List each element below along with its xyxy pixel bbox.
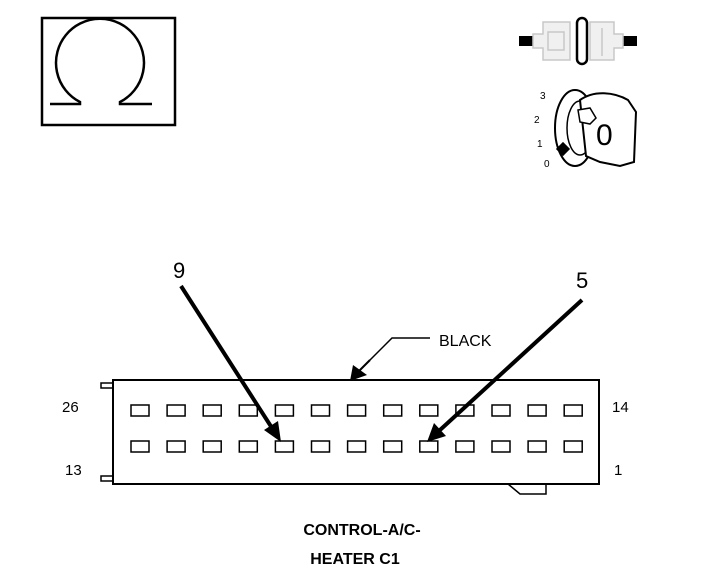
- pin-cavity: [382, 440, 403, 453]
- pin-cavity: [563, 404, 583, 417]
- callout-arrow-5: [427, 298, 584, 442]
- pin-cavity: [527, 404, 547, 417]
- pin-cavity: [310, 404, 331, 417]
- pin-cavity: [130, 404, 150, 417]
- pin-number-bottom-right: 1: [614, 462, 622, 479]
- ignition-position-2: 2: [534, 115, 540, 126]
- pin-cavity: [202, 404, 222, 417]
- pin-cavity: [527, 440, 547, 453]
- pin-cavity: [274, 440, 295, 453]
- callout-label-5: 5: [576, 268, 588, 293]
- pin-cavity: [274, 404, 295, 417]
- callout-arrow-9: [179, 284, 281, 442]
- pin-cavity: [166, 440, 186, 453]
- pin-cavity: [419, 404, 439, 417]
- ohm-meter-icon: [40, 16, 177, 127]
- ignition-position-1: 1: [537, 139, 543, 150]
- pin-cavity: [166, 404, 186, 417]
- pin-cavity: [455, 440, 475, 453]
- pin-cavity: [238, 440, 259, 453]
- connector-body: [100, 379, 600, 495]
- pin-cavity: [346, 404, 367, 417]
- pin-cavity: [238, 404, 259, 417]
- pin-cavity: [130, 440, 150, 453]
- pin-cavity: [346, 440, 367, 453]
- pin-cavity: [202, 440, 222, 453]
- callout-label-9: 9: [173, 258, 185, 283]
- pin-number-top-left: 26: [62, 399, 79, 416]
- color-leader-line: [350, 337, 430, 381]
- pin-cavity: [310, 440, 331, 453]
- pin-cavity: [491, 404, 511, 417]
- ignition-key-label: 0: [596, 119, 613, 152]
- disconnected-connector-icon: [519, 16, 637, 66]
- connector-color-label: BLACK: [439, 333, 492, 350]
- ignition-position-3: 3: [540, 91, 546, 102]
- pin-number-bottom-left: 13: [65, 462, 82, 479]
- pin-grid: [130, 404, 583, 453]
- ignition-position-0: 0: [544, 159, 550, 170]
- pin-number-top-right: 14: [612, 399, 629, 416]
- connector-title-line1: CONTROL-A/C-: [303, 522, 420, 539]
- pin-cavity: [382, 404, 403, 417]
- ignition-key-icon: 3 2 1 0 0: [534, 89, 638, 170]
- connector-title-line2: HEATER C1: [310, 551, 400, 568]
- pin-cavity: [563, 440, 583, 453]
- pin-cavity: [419, 440, 439, 453]
- pin-cavity: [491, 440, 511, 453]
